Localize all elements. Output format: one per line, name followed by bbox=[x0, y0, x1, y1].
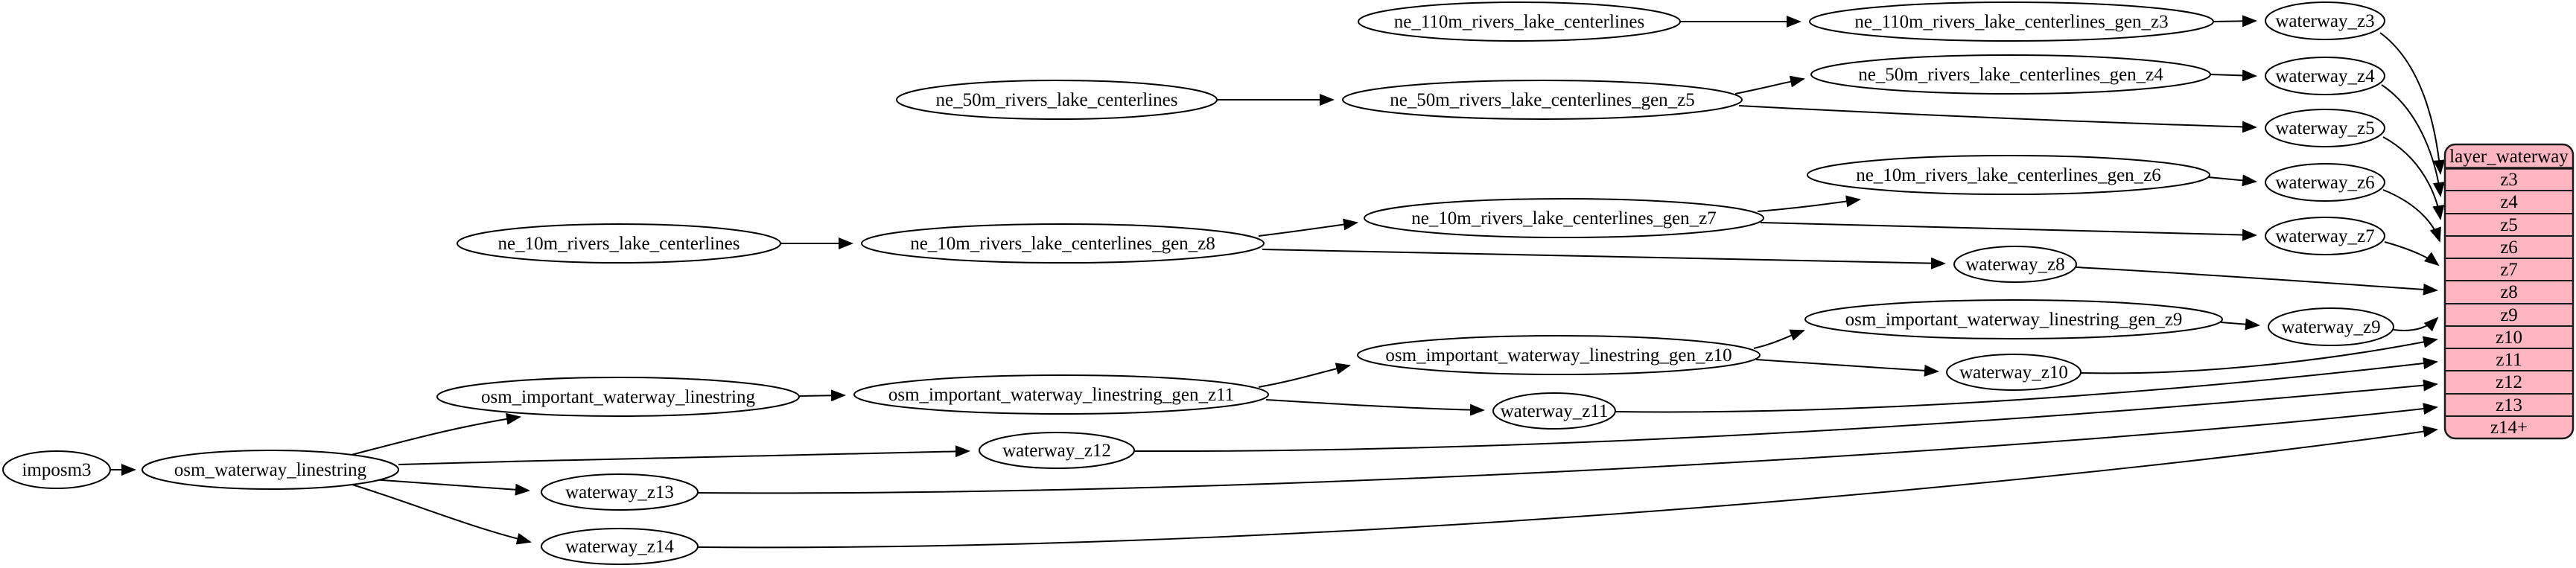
node-label: waterway_z4 bbox=[2275, 66, 2375, 86]
node-label: waterway_z11 bbox=[1501, 401, 1609, 421]
node-osm-waterway-linestring: osm_waterway_linestring bbox=[141, 450, 399, 490]
edge-lines bbox=[110, 15, 2446, 549]
node-waterway-z4: waterway_z4 bbox=[2265, 57, 2385, 95]
node-ne-110m-rivers-lake-centerlines: ne_110m_rivers_lake_centerlines bbox=[1358, 1, 1681, 42]
node-label: osm_important_waterway_linestring_gen_z1… bbox=[888, 385, 1234, 405]
node-label: ne_110m_rivers_lake_centerlines_gen_z3 bbox=[1854, 12, 2168, 32]
node-label: ne_10m_rivers_lake_centerlines_gen_z7 bbox=[1411, 208, 1717, 229]
node-label: ne_50m_rivers_lake_centerlines_gen_z5 bbox=[1390, 90, 1695, 110]
node-label: ne_10m_rivers_lake_centerlines_gen_z8 bbox=[910, 234, 1215, 254]
node-label: ne_50m_rivers_lake_centerlines_gen_z4 bbox=[1858, 65, 2163, 85]
record-row-z6: z6 bbox=[2500, 237, 2518, 258]
node-label: waterway_z10 bbox=[1959, 363, 2068, 383]
node-osm-important-waterway-linestring-gen-z10: osm_important_waterway_linestring_gen_z1… bbox=[1357, 335, 1761, 375]
node-label: waterway_z7 bbox=[2275, 226, 2374, 246]
record-layer-waterway: layer_waterway z3 z4 z5 z6 z7 z8 z9 z10 … bbox=[2443, 143, 2575, 440]
record-row-z4: z4 bbox=[2500, 192, 2518, 212]
node-label: osm_important_waterway_linestring_gen_z1… bbox=[1385, 345, 1731, 366]
node-waterway-z3: waterway_z3 bbox=[2265, 1, 2385, 40]
node-label: waterway_z9 bbox=[2281, 317, 2380, 337]
node-waterway-z14: waterway_z14 bbox=[541, 528, 699, 565]
record-row-z12: z12 bbox=[2496, 372, 2522, 392]
node-waterway-z6: waterway_z6 bbox=[2265, 163, 2385, 202]
node-osm-important-waterway-linestring-gen-z9: osm_important_waterway_linestring_gen_z9 bbox=[1804, 299, 2223, 339]
record-row-z11: z11 bbox=[2496, 350, 2522, 370]
node-ne-10m-rivers-lake-centerlines: ne_10m_rivers_lake_centerlines bbox=[457, 223, 781, 264]
node-imposm3: imposm3 bbox=[2, 450, 111, 489]
node-waterway-z11: waterway_z11 bbox=[1492, 392, 1616, 430]
node-label: waterway_z6 bbox=[2275, 173, 2374, 193]
node-waterway-z13: waterway_z13 bbox=[541, 473, 699, 511]
record-row-z9: z9 bbox=[2500, 305, 2518, 325]
node-label: osm_waterway_linestring bbox=[174, 460, 367, 480]
node-label: osm_important_waterway_linestring_gen_z9 bbox=[1845, 310, 2183, 330]
node-label: ne_50m_rivers_lake_centerlines bbox=[936, 90, 1178, 110]
node-label: ne_10m_rivers_lake_centerlines bbox=[498, 234, 740, 254]
record-row-z14: z14+ bbox=[2490, 418, 2528, 438]
node-label: waterway_z14 bbox=[565, 537, 674, 557]
node-label: waterway_z8 bbox=[1965, 255, 2064, 275]
node-ne-10m-rivers-lake-centerlines-gen-z7: ne_10m_rivers_lake_centerlines_gen_z7 bbox=[1364, 198, 1764, 238]
node-osm-important-waterway-linestring-gen-z11: osm_important_waterway_linestring_gen_z1… bbox=[853, 374, 1269, 415]
node-osm-important-waterway-linestring: osm_important_waterway_linestring bbox=[436, 377, 800, 417]
node-ne-50m-rivers-lake-centerlines-gen-z5: ne_50m_rivers_lake_centerlines_gen_z5 bbox=[1342, 80, 1743, 120]
node-ne-50m-rivers-lake-centerlines: ne_50m_rivers_lake_centerlines bbox=[896, 80, 1218, 120]
record-row-z7: z7 bbox=[2500, 260, 2518, 280]
node-label: osm_important_waterway_linestring bbox=[481, 387, 755, 407]
record-row-z3: z3 bbox=[2500, 170, 2518, 190]
node-label: waterway_z5 bbox=[2275, 118, 2374, 138]
record-row-z8: z8 bbox=[2500, 282, 2518, 302]
node-label: imposm3 bbox=[22, 460, 91, 480]
node-waterway-z5: waterway_z5 bbox=[2265, 109, 2385, 147]
node-ne-110m-rivers-lake-centerlines-gen-z3: ne_110m_rivers_lake_centerlines_gen_z3 bbox=[1809, 1, 2214, 42]
node-waterway-z9: waterway_z9 bbox=[2268, 307, 2394, 346]
node-waterway-z8: waterway_z8 bbox=[1953, 246, 2077, 283]
node-waterway-z10: waterway_z10 bbox=[1946, 354, 2082, 391]
node-waterway-z7: waterway_z7 bbox=[2265, 217, 2385, 255]
node-label: waterway_z12 bbox=[1002, 441, 1111, 461]
node-waterway-z12: waterway_z12 bbox=[979, 432, 1135, 469]
node-label: ne_10m_rivers_lake_centerlines_gen_z6 bbox=[1856, 165, 2161, 185]
node-label: ne_110m_rivers_lake_centerlines bbox=[1394, 12, 1644, 32]
record-row-z10: z10 bbox=[2496, 328, 2522, 348]
node-label: waterway_z13 bbox=[565, 482, 674, 502]
node-ne-10m-rivers-lake-centerlines-gen-z6: ne_10m_rivers_lake_centerlines_gen_z6 bbox=[1807, 155, 2210, 195]
record-row-z5: z5 bbox=[2500, 215, 2518, 235]
node-ne-50m-rivers-lake-centerlines-gen-z4: ne_50m_rivers_lake_centerlines_gen_z4 bbox=[1810, 54, 2211, 95]
record-title: layer_waterway bbox=[2449, 147, 2569, 167]
node-ne-10m-rivers-lake-centerlines-gen-z8: ne_10m_rivers_lake_centerlines_gen_z8 bbox=[861, 223, 1265, 264]
node-label: waterway_z3 bbox=[2275, 11, 2374, 31]
record-row-z13: z13 bbox=[2496, 395, 2522, 415]
